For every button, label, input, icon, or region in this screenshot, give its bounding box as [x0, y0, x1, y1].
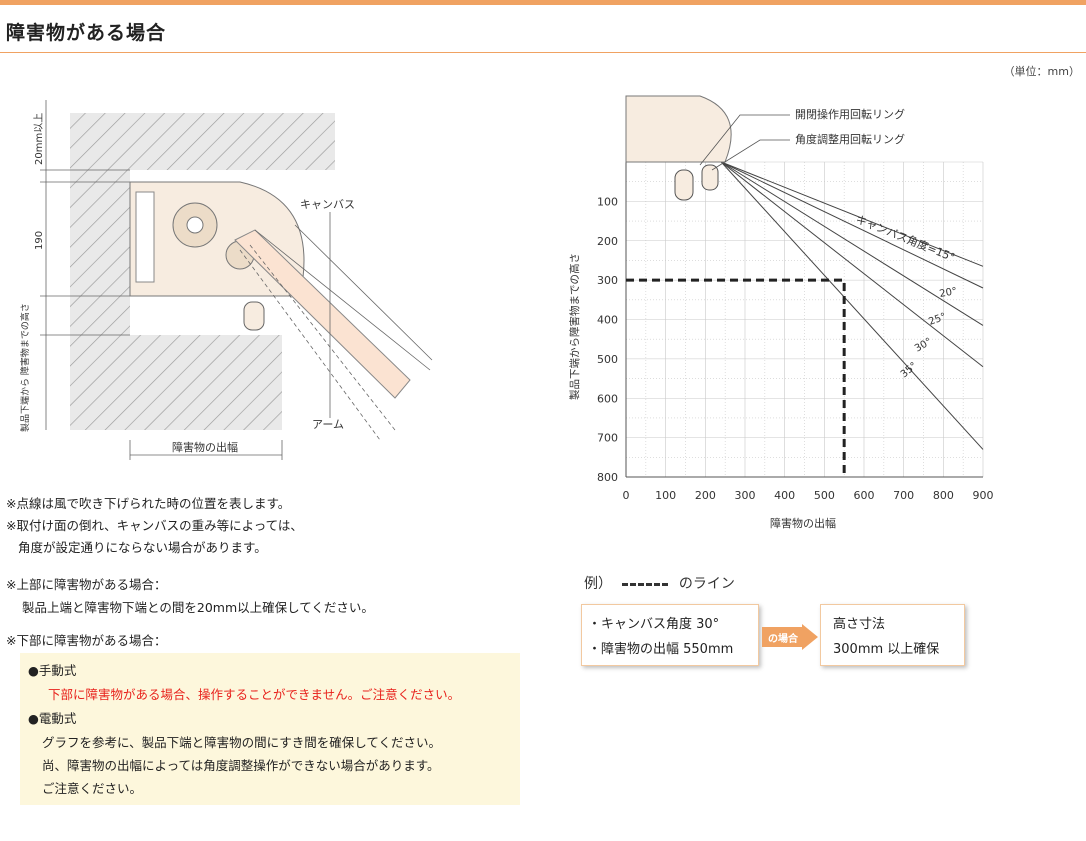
angle-20-label: 20°	[939, 286, 958, 300]
angle-35-label: 35°	[899, 360, 920, 380]
upper-obstacle	[70, 113, 335, 170]
arm-label: アーム	[312, 418, 344, 431]
electric-title: ●電動式	[28, 711, 77, 726]
dim-side-text: 製品下端から 障害物までの高さ	[19, 303, 31, 432]
arrow-label: の場合	[768, 634, 798, 645]
top-accent-bar	[0, 0, 1086, 5]
lower-obstacle	[130, 335, 282, 430]
y-tick-label: 700	[597, 432, 618, 445]
y-tick-label: 800	[597, 471, 618, 484]
note-1: ※点線は風で吹き下げられた時の位置を表します。	[6, 496, 291, 511]
example-result-card: 高さ寸法 300mm 以上確保	[820, 604, 965, 666]
example-legend: 例） のライン	[584, 573, 735, 593]
x-tick-label: 200	[695, 489, 716, 502]
manual-title: ●手動式	[28, 663, 77, 678]
angle-15-label: キャンバス角度=15°	[854, 212, 957, 265]
angle-25-label: 25°	[927, 311, 947, 327]
note-3: ※上部に障害物がある場合：	[6, 577, 167, 592]
installation-diagram: 20mm以上 190 製品下端から 障害物までの高さ キャンバス アーム 障害物…	[19, 100, 433, 460]
ring2-label: 角度調整用回転リング	[795, 132, 905, 146]
unit-label: （単位：mm）	[1003, 65, 1080, 78]
electric-line-2: 尚、障害物の出幅によっては角度調整操作ができない場合があります。	[42, 758, 440, 773]
example-prefix: 例）	[584, 576, 612, 592]
bottom-obstacle-box: ●手動式 下部に障害物がある場合、操作することができません。ご注意ください。 ●…	[20, 653, 520, 805]
y-tick-label: 100	[597, 195, 618, 208]
dim-top-text: 20mm以上	[33, 113, 45, 165]
example-condition-card: ・キャンバス角度 30° ・障害物の出幅 550mm	[581, 604, 759, 666]
x-axis-label: 障害物の出幅	[770, 516, 836, 530]
electric-line-1: グラフを参考に、製品下端と障害物の間にすき間を確保してください。	[42, 735, 442, 750]
dim-190-text: 190	[34, 231, 45, 250]
x-tick-label: 600	[854, 489, 875, 502]
condition-width: ・障害物の出幅 550mm	[588, 642, 734, 657]
series-line	[720, 161, 984, 368]
x-tick-label: 400	[774, 489, 795, 502]
series-line	[720, 161, 984, 326]
x-tick-label: 800	[933, 489, 954, 502]
example-dashed-line	[626, 278, 846, 477]
x-tick-label: 900	[973, 489, 994, 502]
electric-line-3: ご注意ください。	[42, 781, 143, 796]
y-tick-label: 200	[597, 235, 618, 248]
manual-warning: 下部に障害物がある場合、操作することができません。ご注意ください。	[48, 687, 461, 702]
series-line	[721, 161, 984, 267]
product-body	[625, 95, 732, 163]
note-2b: 角度が設定通りにならない場合があります。	[18, 540, 267, 555]
y-tick-label: 300	[597, 274, 618, 287]
condition-angle: ・キャンバス角度 30°	[588, 617, 720, 632]
x-tick-label: 300	[735, 489, 756, 502]
note-3b: 製品上端と障害物下端との間を20mm以上確保してください。	[22, 600, 374, 615]
series-line	[720, 161, 984, 289]
wall	[70, 170, 130, 430]
page-title: 障害物がある場合	[6, 22, 167, 44]
ring-1	[674, 169, 694, 201]
note-4: ※下部に障害物がある場合：	[6, 633, 167, 648]
y-tick-label: 400	[597, 314, 618, 327]
clearance-chart: 0 100 200 300 400 500 600 700 800 900 100 200 300 400…	[568, 95, 994, 530]
ring1-label: 開閉操作用回転リング	[795, 107, 905, 121]
y-axis-label: 製品下端から障害物までの高さ	[568, 253, 581, 400]
ring-2	[701, 164, 719, 191]
y-tick-label: 500	[597, 353, 618, 366]
x-tick-label: 700	[893, 489, 914, 502]
y-tick-label: 600	[597, 392, 618, 405]
dashed-sample-icon	[622, 582, 669, 586]
x-tick-label: 100	[655, 489, 676, 502]
example-suffix: のライン	[678, 576, 735, 592]
series-line	[720, 161, 984, 450]
title-underline	[0, 52, 1086, 53]
canvas-label: キャンバス	[300, 198, 355, 211]
width-label: 障害物の出幅	[172, 440, 238, 454]
result-value: 300mm 以上確保	[833, 642, 940, 657]
x-tick-label: 500	[814, 489, 835, 502]
arrow-icon	[762, 624, 818, 650]
x-tick-label: 0	[623, 489, 630, 502]
result-title: 高さ寸法	[833, 617, 886, 632]
arm	[234, 229, 411, 399]
note-2a: ※取付け面の倒れ、キャンバスの重み等によっては、	[6, 518, 303, 533]
